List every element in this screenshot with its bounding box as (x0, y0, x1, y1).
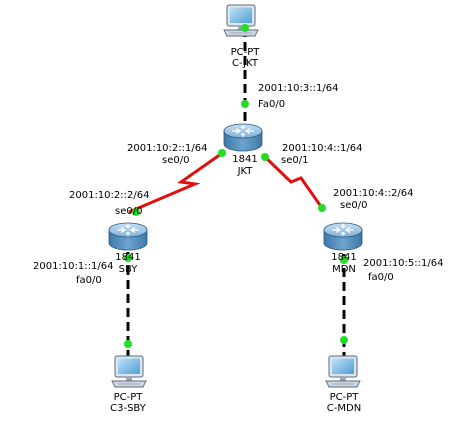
serial-link-jkt-sby[interactable] (128, 152, 222, 214)
pc-jkt-model-label: PC-PT (231, 47, 261, 58)
pc-sby-name-label: C3-SBY (110, 403, 147, 414)
interface-label: se0/0 (340, 200, 367, 211)
router-icon (223, 123, 263, 152)
port-status-dot (132, 208, 140, 216)
port-status-dot (261, 153, 269, 161)
ipv6-address-label: 2001:10:1::1/64 (33, 261, 113, 272)
interface-label: fa0/0 (76, 275, 102, 286)
router-sby-model-label: 1841 (115, 252, 140, 263)
port-status-dot (241, 100, 249, 108)
pc-mdn-name-label: C-MDN (327, 403, 361, 414)
router-jkt-name-label: JKT (237, 166, 254, 177)
pc-icon (325, 355, 361, 388)
port-status-dot (124, 340, 132, 348)
pc-icon (223, 4, 259, 37)
pc-jkt[interactable] (223, 4, 259, 37)
interface-label: se0/0 (115, 206, 142, 217)
serial-link-jkt-mdn[interactable] (263, 155, 324, 209)
port-status-dot (218, 149, 226, 157)
pc-sby[interactable] (111, 355, 147, 388)
port-status-dot (124, 254, 132, 262)
interface-label: Fa0/0 (258, 99, 285, 110)
interface-label: se0/1 (281, 155, 308, 166)
port-status-dot (241, 24, 249, 32)
pc-jkt-name-label: C-JKT (232, 58, 259, 69)
router-icon (108, 222, 148, 251)
interface-label: fa0/0 (368, 272, 394, 283)
ipv6-address-label: 2001:10:4::2/64 (333, 188, 413, 199)
pc-mdn-model-label: PC-PT (330, 392, 360, 403)
router-mdn-name-label: MDN (332, 264, 356, 275)
port-status-dot (318, 204, 326, 212)
pc-sby-model-label: PC-PT (114, 392, 144, 403)
ipv6-address-label: 2001:10:4::1/64 (282, 143, 362, 154)
router-sby[interactable] (108, 222, 148, 251)
pc-icon (111, 355, 147, 388)
router-sby-name-label: SBY (119, 264, 139, 275)
pc-mdn[interactable] (325, 355, 361, 388)
port-status-dot (340, 336, 348, 344)
ipv6-address-label: 2001:10:2::1/64 (127, 143, 207, 154)
router-jkt[interactable] (223, 123, 263, 152)
router-mdn-model-label: 1841 (331, 252, 356, 263)
router-icon (323, 222, 363, 251)
router-jkt-model-label: 1841 (232, 154, 257, 165)
interface-label: se0/0 (162, 155, 189, 166)
ipv6-address-label: 2001:10:3::1/64 (258, 83, 338, 94)
ipv6-address-label: 2001:10:5::1/64 (363, 258, 443, 269)
ipv6-address-label: 2001:10:2::2/64 (69, 190, 149, 201)
router-mdn[interactable] (323, 222, 363, 251)
port-status-dot (340, 256, 348, 264)
